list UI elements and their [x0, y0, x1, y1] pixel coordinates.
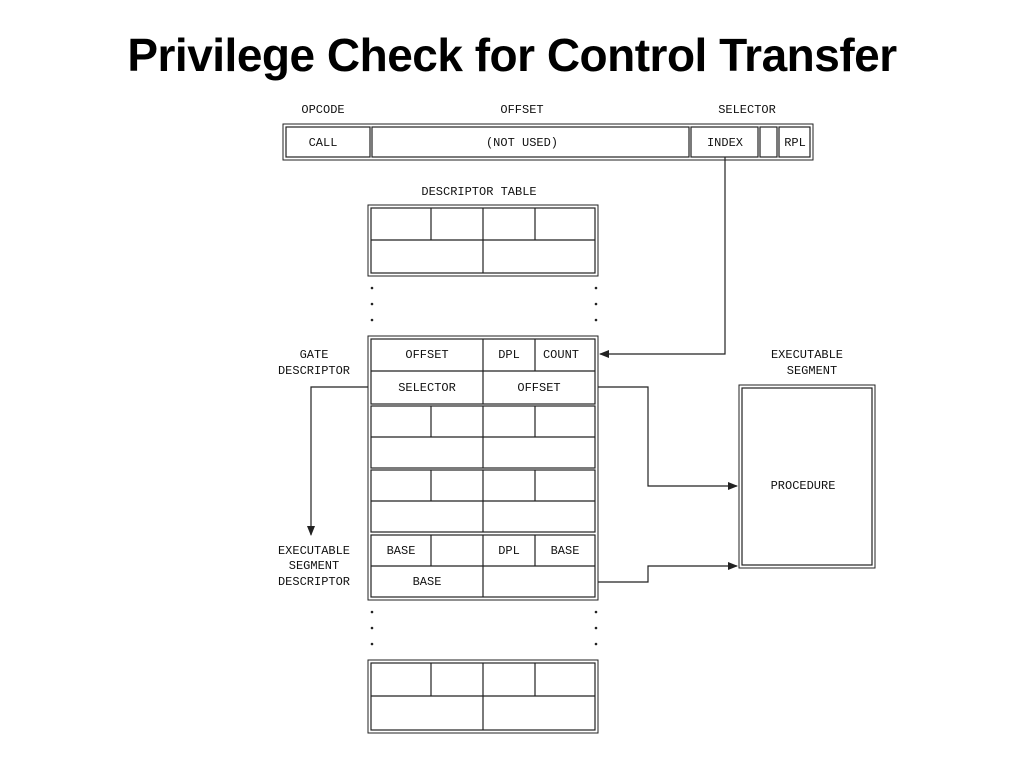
- ellipsis-lower: [370, 610, 598, 646]
- code-seg-base-mid: BASE: [551, 544, 580, 558]
- procedure-label: PROCEDURE: [771, 479, 836, 493]
- left-labels: GATE DESCRIPTOR EXECUTABLE SEGMENT DESCR…: [278, 348, 350, 589]
- offset-to-procedure-arrow: [598, 386, 738, 490]
- gate-descriptor-label-line1: GATE: [300, 348, 329, 362]
- connectors: [307, 157, 738, 583]
- opcode-header: OPCODE: [301, 103, 344, 117]
- gate-descriptor-label-line2: DESCRIPTOR: [278, 364, 350, 378]
- code-seg-dpl: DPL: [498, 544, 520, 558]
- segment-box: [741, 387, 873, 566]
- code-segment-descriptor: BASE DPL BASE BASE: [370, 534, 596, 598]
- offset-header: OFFSET: [500, 103, 543, 117]
- slide-title: Privilege Check for Control Transfer: [127, 29, 897, 81]
- empty-descriptor-bottom: [367, 659, 599, 734]
- base-to-segment-arrow: [598, 562, 738, 583]
- segment-label-line2: SEGMENT: [787, 364, 837, 378]
- ellipsis-upper: [370, 286, 598, 322]
- descriptor-block-frame: [367, 335, 599, 601]
- code-seg-base-high: BASE: [387, 544, 416, 558]
- code-seg-label-line2: SEGMENT: [289, 559, 339, 573]
- gate-selector: SELECTOR: [398, 381, 456, 395]
- index-label: INDEX: [707, 136, 743, 150]
- descriptor-table: DESCRIPTOR TABLE: [367, 185, 599, 734]
- gate-offset-high: OFFSET: [405, 348, 448, 362]
- gate-offset-low: OFFSET: [517, 381, 560, 395]
- gate-descriptor: OFFSET DPL COUNT SELECTOR OFFSET: [370, 338, 596, 405]
- ti-field: [759, 126, 778, 158]
- executable-segment: EXECUTABLE SEGMENT PROCEDURE: [738, 348, 876, 569]
- instruction-format: OPCODE OFFSET SELECTOR CALL (NOT USED) I…: [282, 103, 814, 161]
- call-field: [285, 126, 371, 158]
- code-seg-label-line1: EXECUTABLE: [278, 544, 350, 558]
- empty-descriptor-middle-2: [370, 469, 596, 533]
- rpl-field: [778, 126, 811, 158]
- selector-header: SELECTOR: [718, 103, 776, 117]
- not-used-field: [371, 126, 690, 158]
- gate-count: COUNT: [543, 348, 579, 362]
- code-seg-label-line3: DESCRIPTOR: [278, 575, 350, 589]
- code-seg-base-low: BASE: [413, 575, 442, 589]
- rpl-label: RPL: [784, 136, 806, 150]
- gate-dpl: DPL: [498, 348, 520, 362]
- not-used-label: (NOT USED): [486, 136, 558, 150]
- call-label: CALL: [309, 136, 338, 150]
- descriptor-table-label: DESCRIPTOR TABLE: [421, 185, 536, 199]
- instruction-outer-border: [282, 123, 814, 161]
- segment-label-line1: EXECUTABLE: [771, 348, 843, 362]
- gate-to-code-descriptor-arrow: [307, 386, 368, 536]
- empty-descriptor-top: [367, 204, 599, 277]
- segment-outer-frame: [738, 384, 876, 569]
- index-to-gate-arrow: [599, 157, 726, 358]
- empty-descriptor-middle-1: [370, 405, 596, 469]
